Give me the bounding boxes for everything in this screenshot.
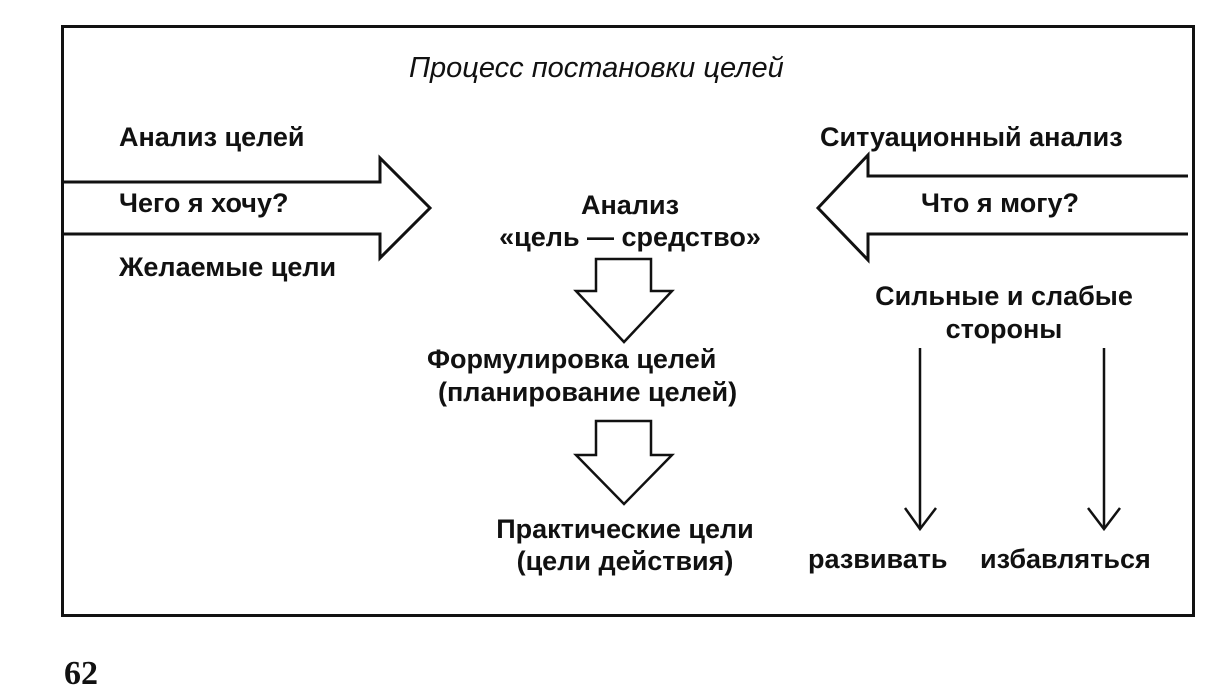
page-number: 62 <box>64 655 98 692</box>
right-arrow-icon <box>62 154 433 262</box>
diagram-title: Процесс постановки целей <box>409 52 784 84</box>
practical-goals-line2: (цели действия) <box>516 546 734 576</box>
what-i-can-label: Что я могу? <box>921 188 1079 218</box>
desired-goals-label: Желаемые цели <box>119 252 337 282</box>
strengths-weaknesses-label-line2: стороны <box>945 314 1063 344</box>
down-arrow-icon <box>573 257 675 344</box>
goal-analysis-heading: Анализ целей <box>119 122 305 152</box>
goal-formulation-line2: (планирование целей) <box>438 377 738 407</box>
diagram-frame <box>61 25 1195 617</box>
what-i-want-label: Чего я хочу? <box>119 188 289 218</box>
down-arrow-icon <box>573 419 675 506</box>
practical-goals-line1: Практические цели <box>496 514 754 544</box>
get-rid-label: избавляться <box>980 544 1151 574</box>
means-end-analysis-line2: «цель — средство» <box>499 222 761 252</box>
strengths-weaknesses-label-line1: Сильные и слабые <box>875 281 1133 311</box>
situational-analysis-heading: Ситуационный анализ <box>820 122 1123 152</box>
develop-label: развивать <box>808 544 948 574</box>
thin-down-arrow-icon <box>1087 348 1121 532</box>
goal-formulation-line1: Формулировка целей <box>427 344 717 374</box>
thin-down-arrow-icon <box>903 348 937 532</box>
left-arrow-icon <box>815 151 1188 264</box>
means-end-analysis-line1: Анализ <box>581 190 679 220</box>
